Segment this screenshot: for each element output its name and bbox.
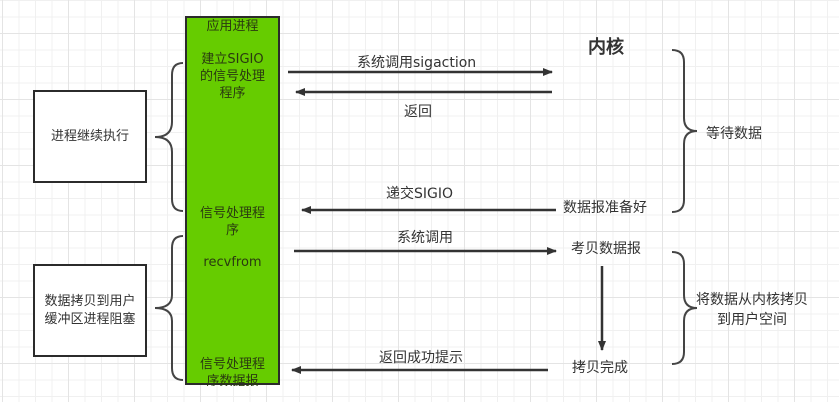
box-process-continues: 进程继续执行 [33, 90, 147, 183]
app-step-signal-handler: 信号处理程序 [199, 206, 265, 238]
brace-left-top [154, 62, 184, 212]
label-return: 返回 [404, 104, 432, 120]
label-syscall: 系统调用 [397, 230, 453, 246]
label-sigaction-call: 系统调用sigaction [357, 55, 477, 71]
brace-right-top [671, 49, 698, 213]
app-step-handler-datagram: 信号处理程序数据报 [199, 357, 265, 386]
box-process-blocked-label: 数据拷贝到用户缓冲区进程阻塞 [44, 293, 136, 327]
app-process-header: 应用进程 [206, 19, 259, 34]
phase-wait-data: 等待数据 [706, 126, 762, 142]
app-step-establish-sigio: 建立SIGIO的信号处理程序 [199, 52, 265, 101]
brace-right-bottom [671, 251, 698, 365]
label-data-ready: 数据报准备好 [563, 200, 647, 216]
kernel-title: 内核 [588, 37, 624, 58]
box-process-continues-label: 进程继续执行 [50, 128, 129, 144]
label-copy-done: 拷贝完成 [572, 360, 628, 376]
label-deliver-sigio: 递交SIGIO [386, 186, 454, 202]
phase-copy-to-user: 将数据从内核拷贝到用户空间 [696, 292, 808, 328]
label-return-success: 返回成功提示 [379, 350, 463, 366]
box-process-blocked: 数据拷贝到用户缓冲区进程阻塞 [33, 264, 147, 357]
app-step-recvfrom: recvfrom [203, 255, 262, 270]
app-process-bar: 应用进程 建立SIGIO的信号处理程序 信号处理程序 recvfrom 信号处理… [185, 16, 280, 386]
brace-left-bottom [154, 235, 184, 381]
label-copy-datagram: 考贝数据报 [571, 241, 641, 257]
